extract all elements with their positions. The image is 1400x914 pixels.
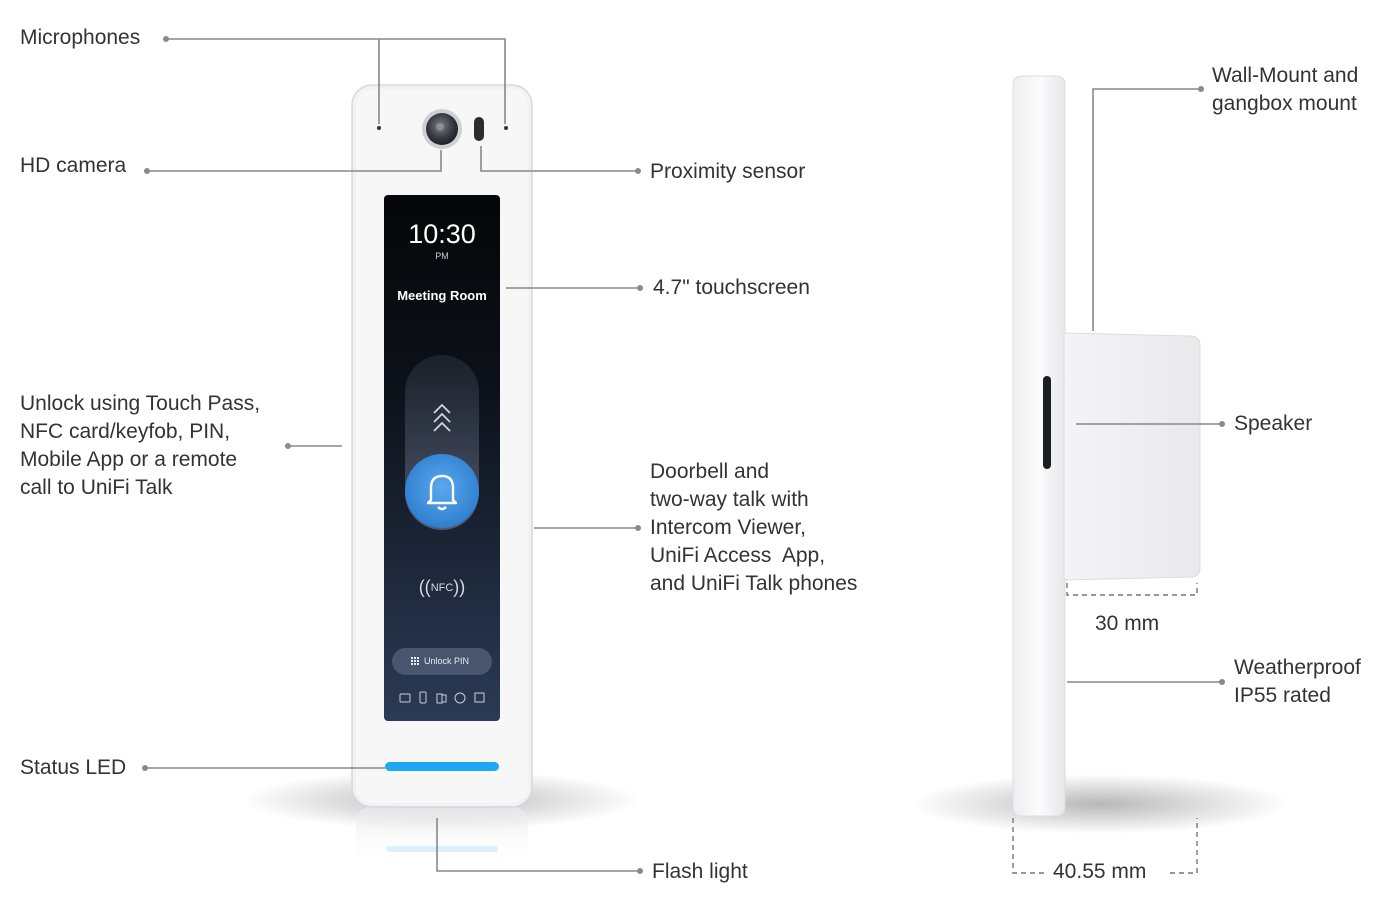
leader-hd-camera: [147, 150, 442, 172]
callout-doorbell-line: UniFi Access App,: [650, 544, 826, 567]
callout-microphones: Microphones: [20, 26, 141, 49]
callout-unlock-line: Mobile App or a remote: [20, 448, 238, 471]
microphone-right: [504, 126, 508, 130]
chevrons-up-icon: [433, 403, 451, 432]
callout-wall-mount: Wall-Mount and gangbox mount: [1212, 62, 1358, 118]
leader-lines: [142, 36, 1225, 874]
side-panel: [1012, 75, 1066, 817]
leader-microphones: [166, 38, 506, 124]
status-led: [385, 762, 499, 771]
flash-reflection: [386, 846, 498, 852]
screen-ampm: PM: [435, 251, 449, 261]
width-dimension-line-left: [1012, 818, 1044, 874]
leader-dot: [285, 443, 291, 449]
screen-time: 10:30: [408, 219, 476, 249]
dimension-lines: [1012, 583, 1198, 874]
callout-doorbell-line: two-way talk with: [650, 488, 809, 511]
mount-box: [1063, 332, 1201, 581]
callout-weatherproof: Weatherproof IP55 rated: [1234, 654, 1361, 710]
callout-unlock: Unlock using Touch Pass, NFC card/keyfob…: [20, 390, 260, 502]
callout-weatherproof-line: IP55 rated: [1234, 684, 1331, 707]
leader-dot: [163, 36, 169, 42]
leader-dot: [635, 525, 641, 531]
callout-speaker: Speaker: [1234, 412, 1313, 435]
callout-doorbell-line: Doorbell and: [650, 460, 770, 483]
leader-proximity: [480, 146, 638, 172]
leader-flash-light: [436, 818, 640, 872]
depth-dimension-line: [1066, 583, 1198, 596]
proximity-sensor: [474, 117, 484, 141]
callout-doorbell-line: and UniFi Talk phones: [650, 572, 858, 595]
nfc-label: NFC: [430, 582, 454, 594]
callout-doorbell-line: Intercom Viewer,: [650, 516, 807, 539]
bottom-icons: [399, 691, 485, 704]
front-reflection: [356, 807, 528, 867]
width-dimension-line-right: [1170, 818, 1198, 874]
speaker-slot: [1043, 376, 1051, 469]
leader-dot: [144, 168, 150, 174]
callout-proximity-sensor: Proximity sensor: [650, 160, 806, 183]
callout-wall-mount-line: Wall-Mount and: [1212, 64, 1359, 87]
callout-wall-mount-line: gangbox mount: [1212, 92, 1357, 115]
side-device: [1012, 75, 1201, 817]
callout-hd-camera: HD camera: [20, 154, 127, 177]
callout-unlock-line: NFC card/keyfob, PIN,: [20, 420, 231, 443]
keyfob-icon: [436, 693, 447, 704]
callout-flash-light: Flash light: [652, 860, 748, 883]
leader-dot: [637, 285, 643, 291]
callout-weatherproof-line: Weatherproof: [1234, 656, 1361, 679]
keypad-icon: [411, 657, 419, 665]
camera-lens-center: [436, 123, 444, 131]
dimension-width-label: 40.55 mm: [1053, 860, 1147, 883]
phone-icon: [419, 691, 427, 704]
leader-wall-mount: [1092, 88, 1201, 331]
leader-dot: [1198, 86, 1204, 92]
bell-button: [405, 454, 479, 528]
callout-status-led: Status LED: [20, 756, 127, 779]
dimension-depth-label: 30 mm: [1095, 612, 1160, 635]
leader-dot: [635, 168, 641, 174]
unlock-pin-label: Unlock PIN: [424, 656, 470, 666]
screen-room-name: Meeting Room: [397, 288, 487, 303]
bell-icon: [426, 474, 458, 511]
front-device: [351, 84, 533, 867]
touch-pass-icon: [454, 692, 466, 704]
callout-unlock-line: Unlock using Touch Pass,: [20, 392, 261, 415]
callout-touchscreen: 4.7" touchscreen: [653, 276, 810, 299]
leader-dot: [142, 765, 148, 771]
microphone-left: [377, 126, 381, 130]
callout-unlock-line: call to UniFi Talk: [20, 476, 173, 499]
leader-dot: [1219, 679, 1225, 685]
side-shadow: [910, 774, 1290, 834]
callout-doorbell: Doorbell and two-way talk with Intercom …: [650, 458, 857, 598]
leader-dot: [1219, 421, 1225, 427]
nfc-icon: ((NFC)): [418, 577, 466, 597]
leader-dot: [637, 868, 643, 874]
unlock-pin-pill: [392, 648, 492, 675]
qr-icon: [474, 692, 485, 703]
card-icon: [399, 693, 411, 703]
